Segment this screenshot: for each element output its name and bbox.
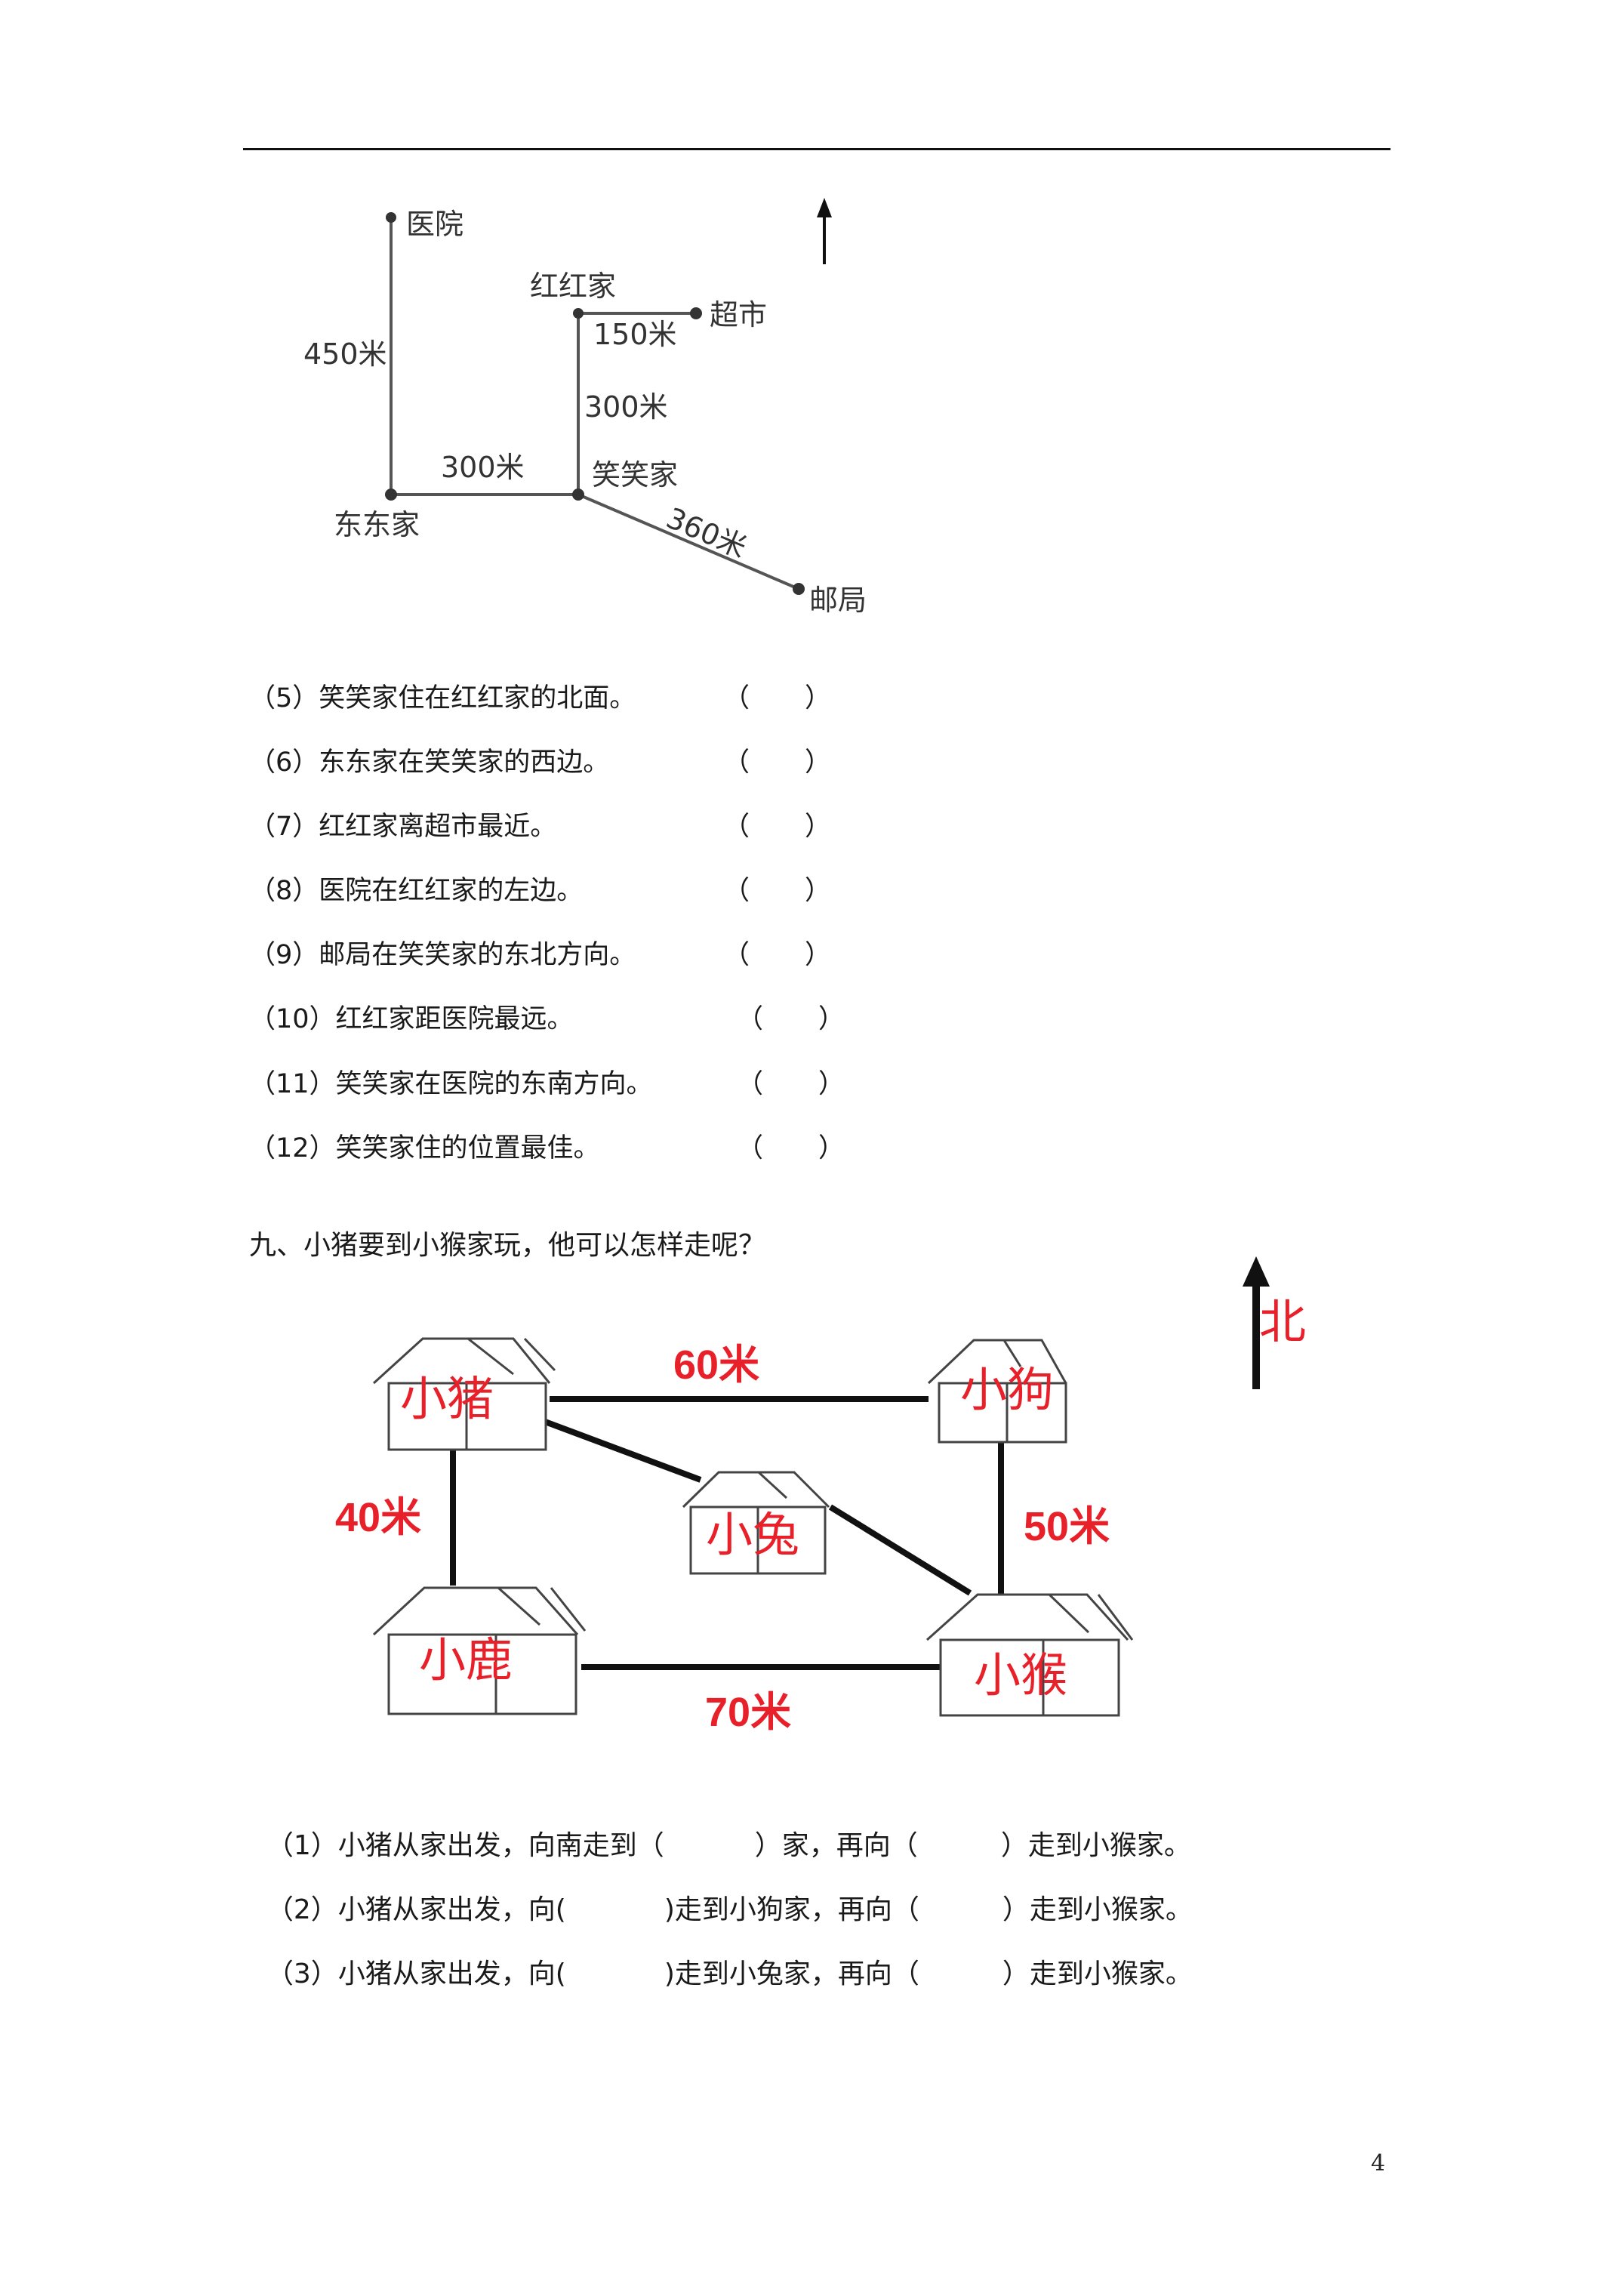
dist-honghong-xiaoxiao: 300米 xyxy=(584,390,668,424)
dist-pig-deer: 40米 xyxy=(335,1495,421,1540)
honghong-dot xyxy=(573,308,584,319)
question-11: （11）笑笑家在医院的东南方向。 xyxy=(249,1069,653,1099)
dist-dongdong-xiaoxiao: 300米 xyxy=(441,451,525,484)
question-6: （6）东东家在笑笑家的西边。 xyxy=(249,747,610,778)
question-5: （5）笑笑家住在红红家的北面。 xyxy=(249,683,636,713)
label-dongdong: 东东家 xyxy=(334,508,420,541)
hospital-dot xyxy=(386,212,396,223)
label-post: 邮局 xyxy=(809,584,867,617)
label-honghong: 红红家 xyxy=(530,270,616,303)
fill-question-2: （2）小猪从家出发，向()走到小狗家，再向（）走到小猴家。 xyxy=(266,1894,1193,1925)
label-hospital: 医院 xyxy=(406,208,463,241)
animal-houses-map: 小猪 小狗 小兔 小鹿 小猴 北 60米 40米 50米 70米 xyxy=(335,1256,1306,1735)
house-label-pig: 小猪 xyxy=(400,1371,494,1426)
house-rabbit xyxy=(682,1471,830,1575)
dist-hospital-dongdong: 450米 xyxy=(303,337,387,371)
question-12: （12）笑笑家住的位置最佳。 xyxy=(249,1133,600,1163)
fill-question-3: （3）小猪从家出发，向()走到小兔家，再向（）走到小猴家。 xyxy=(266,1959,1193,1989)
house-deer xyxy=(372,1586,587,1715)
dist-dog-monkey: 50米 xyxy=(1024,1504,1110,1549)
house-label-rabbit: 小兔 xyxy=(706,1507,799,1562)
path-rabbit-monkey xyxy=(828,1504,972,1596)
north-arrow-1 xyxy=(817,198,832,264)
question-9: （9）邮局在笑笑家的东北方向。 xyxy=(249,940,636,970)
house-label-deer: 小鹿 xyxy=(419,1632,513,1687)
dist-pig-dog: 60米 xyxy=(673,1342,759,1388)
house-monkey xyxy=(925,1593,1134,1717)
question-7: （7）红红家离超市最近。 xyxy=(249,812,557,842)
north-label: 北 xyxy=(1259,1294,1306,1349)
north-arrow-2 xyxy=(1243,1256,1270,1389)
fill-question-1: （1）小猪从家出发，向南走到（）家，再向（）走到小猴家。 xyxy=(266,1830,1191,1861)
label-xiaoxiao: 笑笑家 xyxy=(592,458,678,492)
house-dog xyxy=(927,1339,1067,1444)
dist-deer-monkey: 70米 xyxy=(705,1690,791,1735)
supermarket-dot xyxy=(690,307,702,319)
label-supermarket: 超市 xyxy=(710,298,767,331)
dongdong-dot xyxy=(385,488,397,501)
house-label-monkey: 小猴 xyxy=(974,1647,1067,1703)
path-pig-rabbit xyxy=(544,1419,702,1483)
house-pig xyxy=(372,1337,556,1451)
post-dot xyxy=(793,583,805,595)
header-rule xyxy=(243,148,1390,150)
question-10: （10）红红家距医院最远。 xyxy=(249,1004,574,1034)
house-label-dog: 小狗 xyxy=(960,1362,1054,1417)
section-9-title: 九、小猪要到小猴家玩，他可以怎样走呢？ xyxy=(249,1230,766,1261)
road-xiaoxiao-post xyxy=(577,493,799,590)
neighborhood-map: 医院 红红家 超市 笑笑家 东东家 邮局 450米 150米 300米 300米… xyxy=(303,198,867,617)
page-number: 4 xyxy=(1371,2150,1386,2177)
xiaoxiao-dot xyxy=(572,488,584,501)
question-8: （8）医院在红红家的左边。 xyxy=(249,876,584,906)
dist-honghong-supermarket: 150米 xyxy=(593,318,677,351)
